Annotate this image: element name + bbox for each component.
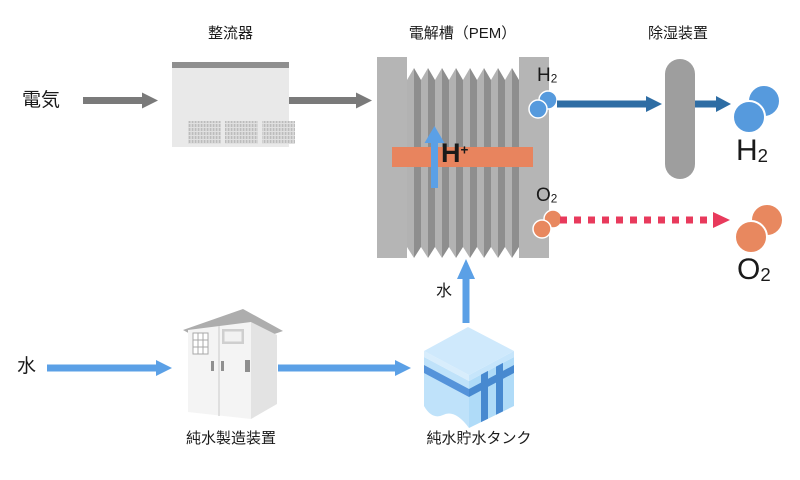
o2-outlet-label: O2 — [536, 185, 558, 206]
membrane-bar — [392, 147, 533, 167]
water-arrow-tank-to-electrolyzer — [457, 259, 475, 323]
water-feed-label: 水 — [436, 283, 453, 300]
water-arrow-to-tank — [278, 360, 411, 376]
water-arrow-in — [47, 360, 172, 376]
o2-molecule-large-icon — [734, 203, 784, 254]
pure-water-tank-title: 純水貯水タンク — [426, 430, 532, 447]
dehumidifier-title: 除湿装置 — [647, 25, 708, 42]
water-source-label: 水 — [17, 356, 37, 377]
hydrogen-arrow-out — [695, 96, 731, 112]
rectifier-title: 整流器 — [207, 25, 253, 42]
proton-label: H+ — [441, 138, 469, 168]
pure-water-plant-illustration — [183, 309, 283, 419]
plant-framed-window — [222, 329, 244, 344]
hydrogen-arrow-to-dehumidifier — [557, 96, 662, 112]
h2-molecule-small-icon — [528, 90, 558, 119]
oxygen-arrowhead — [713, 212, 730, 228]
electricity-arrow-in — [83, 92, 158, 109]
h2-molecule-large-icon — [732, 84, 781, 134]
o2-product-label: O2 — [737, 253, 771, 286]
h2-outlet-label: H2 — [537, 65, 558, 86]
pure-water-plant-title: 純水製造装置 — [185, 430, 276, 447]
electrolyzer-title: 電解槽（PEM） — [408, 25, 517, 42]
pure-water-tank-illustration — [424, 327, 514, 428]
electricity-arrow-to-electrolyzer — [289, 92, 372, 109]
electricity-label: 電気 — [22, 90, 61, 111]
electrolyzer-illustration — [377, 57, 549, 258]
dehumidifier-illustration — [665, 59, 695, 179]
proton-flow-arrow — [424, 126, 445, 188]
h2-product-label: H2 — [736, 134, 769, 167]
rectifier-illustration — [172, 62, 295, 147]
plant-grid-window — [192, 332, 209, 355]
